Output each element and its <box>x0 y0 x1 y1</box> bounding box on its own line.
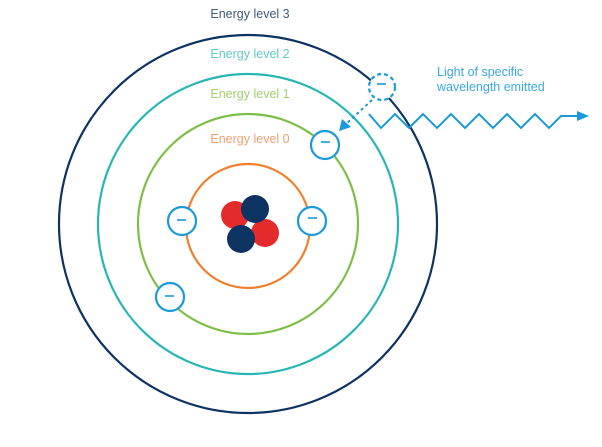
neutron <box>227 225 255 253</box>
neutron <box>241 195 269 223</box>
electron-former-position <box>367 72 397 102</box>
orbit-level-3 <box>57 33 439 415</box>
transition-arrow <box>339 99 373 131</box>
orbit-level-0 <box>184 162 312 290</box>
energy-level-0-label: Energy level 0 <box>210 132 289 146</box>
emission-label-line1: Light of specific <box>437 65 523 79</box>
photon-wave-arrow <box>368 111 589 130</box>
energy-level-2-label: Energy level 2 <box>210 47 289 61</box>
orbit-level-2 <box>96 72 400 376</box>
orbit-level-1 <box>136 112 360 336</box>
energy-level-1-label: Energy level 1 <box>210 87 289 101</box>
electron-level1-upper-right <box>309 129 341 161</box>
proton <box>251 219 279 247</box>
emission-label-line2: wavelength emitted <box>436 80 545 94</box>
electron-level0-left <box>166 205 198 237</box>
electron-level1-lower-left <box>154 281 186 313</box>
electron-level0-right <box>296 205 328 237</box>
energy-level-3-label: Energy level 3 <box>210 7 289 21</box>
